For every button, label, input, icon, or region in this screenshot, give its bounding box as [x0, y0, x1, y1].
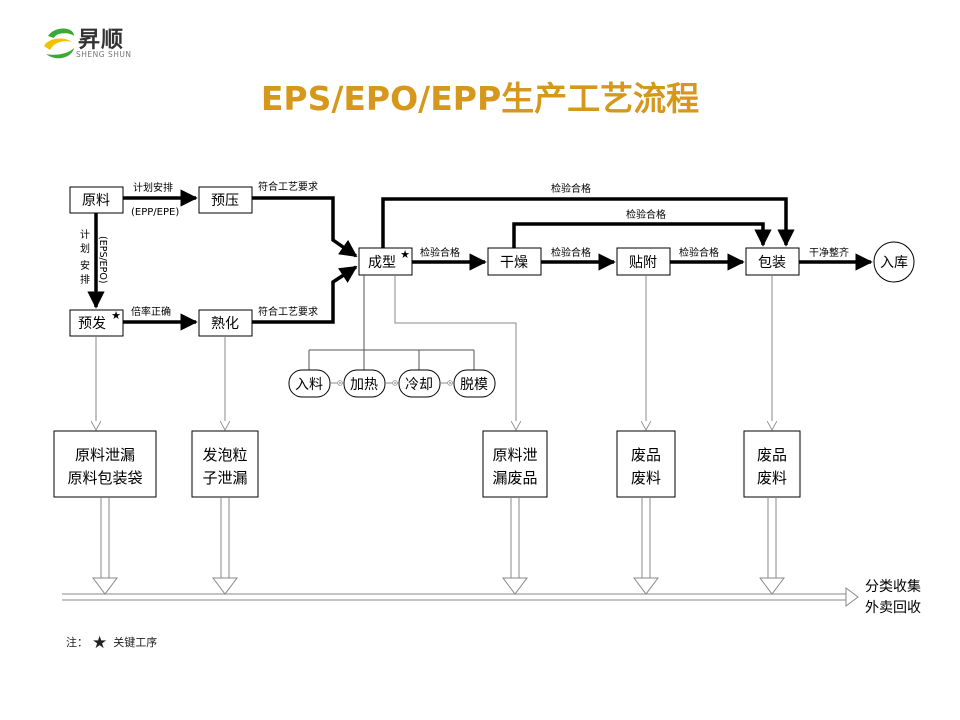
recycle-drop-3	[502, 497, 528, 595]
svg-text:倍率正确: 倍率正确	[131, 305, 171, 318]
svg-text:入库: 入库	[880, 255, 908, 271]
waste-box-5: 废品 废料	[743, 430, 801, 498]
legend-prefix: 注：	[66, 636, 88, 649]
svg-text:入料: 入料	[295, 377, 323, 393]
legend-star-icon: ★	[92, 633, 108, 653]
logo-swirl-yellow	[44, 38, 72, 50]
node-storage: 入库	[873, 241, 915, 283]
svg-text:(EPS/EPO): (EPS/EPO)	[97, 236, 108, 284]
svg-text:原料: 原料	[82, 193, 110, 209]
logo-swirl-green-2	[46, 48, 74, 59]
svg-text:(EPP/EPE): (EPP/EPE)	[131, 207, 179, 218]
edge-drying-package-mid	[512, 222, 772, 248]
svg-text:分类收集: 分类收集	[865, 578, 921, 595]
recycle-label: 分类收集 外卖回收	[865, 578, 921, 616]
waste-box-2: 发泡粒 子泄漏	[191, 430, 259, 498]
svg-text:熟化: 熟化	[211, 316, 239, 332]
node-raw: 原料	[69, 186, 124, 214]
svg-text:包装: 包装	[758, 255, 786, 271]
svg-text:发泡粒: 发泡粒	[202, 446, 247, 464]
svg-text:原料泄漏: 原料泄漏	[75, 446, 135, 464]
svg-text:脱模: 脱模	[460, 377, 488, 393]
svg-text:划: 划	[80, 242, 90, 255]
node-molding: 成型 ★	[358, 247, 413, 276]
svg-text:检验合格: 检验合格	[626, 208, 666, 221]
legend-note: 注： ★ 关键工序	[66, 631, 158, 653]
svg-text:原料泄: 原料泄	[492, 446, 537, 464]
logo-swirl-green	[48, 28, 74, 38]
edge-labels: 计划安排 (EPP/EPE) 计 划 安 排 (EPS/EPO) 倍率正确 符合…	[80, 180, 849, 318]
svg-text:计划安排: 计划安排	[133, 181, 173, 194]
logo-text: 昇顺	[78, 28, 125, 53]
svg-text:废品: 废品	[757, 446, 787, 464]
legend-text: 关键工序	[113, 636, 158, 649]
node-drying: 干燥	[487, 247, 542, 276]
node-package: 包装	[745, 247, 800, 276]
svg-text:子泄漏: 子泄漏	[202, 469, 247, 487]
node-aging: 熟化	[198, 309, 253, 337]
recycle-drop-4	[633, 497, 659, 595]
edge-prepress-molding	[252, 196, 358, 258]
svg-text:检验合格: 检验合格	[551, 182, 591, 195]
company-logo	[44, 28, 74, 59]
svg-text:外卖回收: 外卖回收	[865, 600, 921, 616]
key-process-star: ★	[111, 309, 121, 322]
recycle-drop-2	[212, 497, 238, 595]
svg-text:废料: 废料	[631, 469, 661, 487]
waste-box-3: 原料泄 漏废品	[482, 430, 548, 498]
svg-text:符合工艺要求: 符合工艺要求	[258, 180, 318, 193]
recycle-drop-1	[92, 497, 118, 595]
recycle-drop-arrows	[92, 497, 785, 595]
svg-text:干燥: 干燥	[500, 255, 528, 271]
edge-molding-package-top	[381, 197, 795, 248]
svg-text:符合工艺要求: 符合工艺要求	[258, 305, 318, 318]
svg-text:原料包装袋: 原料包装袋	[67, 469, 142, 487]
recycle-line	[62, 587, 859, 607]
svg-text:检验合格: 检验合格	[420, 246, 460, 259]
svg-text:成型: 成型	[368, 255, 396, 271]
recycle-drop-5	[759, 497, 785, 595]
node-preexpand: 预发 ★	[69, 309, 124, 337]
svg-text:检验合格: 检验合格	[679, 246, 719, 259]
main-flow-arrows	[87, 189, 873, 331]
page-title: EPS/EPO/EPP生产工艺流程	[260, 79, 700, 118]
svg-text:计: 计	[80, 228, 90, 241]
waste-box-4: 废品 废料	[616, 430, 676, 498]
svg-text:漏废品: 漏废品	[492, 469, 537, 487]
substep-1: 入料	[288, 369, 331, 398]
substep-4: 脱模	[453, 369, 496, 398]
edge-aging-molding	[252, 265, 358, 324]
svg-text:排: 排	[80, 273, 90, 286]
svg-text:干净整齐: 干净整齐	[809, 246, 849, 259]
logo-subtitle: SHENG SHUN	[76, 50, 132, 59]
svg-text:冷却: 冷却	[405, 377, 433, 393]
svg-text:检验合格: 检验合格	[551, 246, 591, 259]
svg-text:废料: 废料	[757, 469, 787, 487]
svg-text:安: 安	[80, 259, 90, 272]
substep-2: 加热	[343, 369, 386, 398]
waste-connectors	[96, 275, 772, 430]
svg-text:废品: 废品	[631, 446, 661, 464]
svg-text:贴附: 贴附	[629, 255, 657, 271]
waste-box-1: 原料泄漏 原料包装袋	[53, 430, 157, 498]
svg-text:加热: 加热	[350, 377, 378, 393]
svg-text:预发: 预发	[78, 316, 106, 332]
svg-text:预压: 预压	[211, 193, 239, 209]
substep-3: 冷却	[398, 369, 441, 398]
node-prepress: 预压	[198, 186, 253, 214]
substep-connectors	[308, 275, 475, 370]
key-process-star: ★	[400, 248, 410, 261]
node-attach: 贴附	[616, 247, 671, 276]
